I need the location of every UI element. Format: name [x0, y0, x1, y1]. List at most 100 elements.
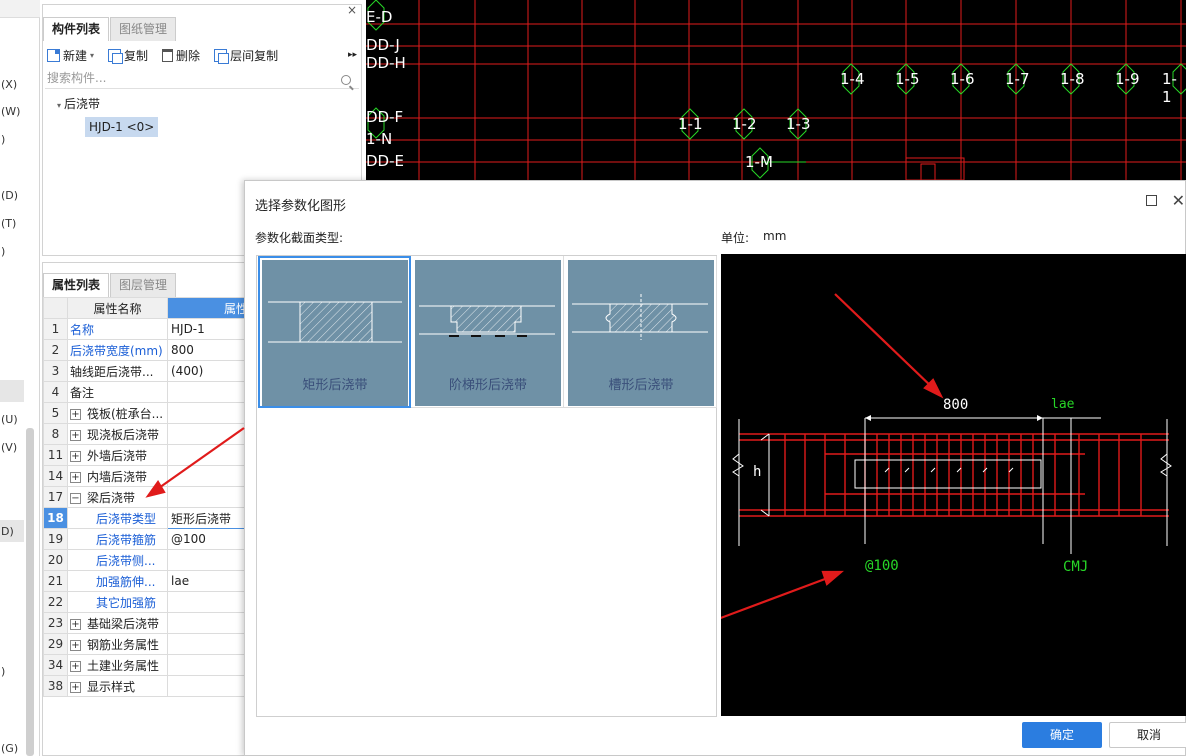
row-index: 11: [43, 444, 68, 466]
expand-icon[interactable]: +: [70, 450, 81, 462]
new-button[interactable]: 新建 ▾: [47, 47, 94, 64]
expand-icon[interactable]: +: [70, 618, 81, 630]
row-index: 8: [43, 423, 68, 445]
cad-drawing-canvas[interactable]: E-D DD-J DD-H DD-F 1-N DD-E 1-4 1-5 1-6 …: [366, 0, 1186, 180]
option-grooved-strip[interactable]: 槽形后浇带: [564, 256, 717, 408]
tree-leaf-hjd-1[interactable]: HJD-1 <0>: [85, 117, 159, 137]
shortcut-label[interactable]: (X): [1, 78, 18, 91]
option-label: 槽形后浇带: [608, 378, 674, 393]
close-icon[interactable]: ✕: [1171, 191, 1185, 210]
close-icon[interactable]: ×: [346, 3, 357, 17]
tab-drawing-management[interactable]: 图纸管理: [110, 17, 177, 41]
more-tools-button[interactable]: ▸▸: [347, 50, 357, 60]
cancel-button[interactable]: 取消: [1109, 722, 1186, 748]
search-input[interactable]: 搜索构件...: [45, 69, 359, 89]
cmj-label[interactable]: CMJ: [1063, 559, 1089, 575]
property-name-text: 后浇带箍筋: [96, 532, 157, 547]
property-name-text: 名称: [70, 322, 95, 337]
width-dimension-label: 800: [943, 397, 969, 413]
axis-marker: 1-4: [840, 70, 865, 88]
tree-node-post-pour-strip[interactable]: ▾后浇带: [57, 97, 101, 111]
property-name-text: 梁后浇带: [87, 490, 136, 505]
shortcut-label[interactable]: (G): [1, 742, 19, 755]
tab-component-list[interactable]: 构件列表: [43, 17, 110, 41]
axis-marker: 1-5: [895, 70, 920, 88]
property-name: 后浇带箍筋: [67, 528, 168, 550]
grooved-section-icon: [572, 294, 708, 340]
row-index: 18: [43, 507, 68, 529]
axis-marker: 1-2: [732, 115, 757, 133]
axis-marker: 1-3: [786, 115, 811, 133]
copy-button[interactable]: 复制: [108, 47, 148, 64]
property-name-text: 加强筋伸...: [96, 574, 156, 589]
option-label: 阶梯形后浇带: [448, 378, 527, 393]
stepped-section-icon: [419, 305, 555, 337]
option-stepped-strip[interactable]: 阶梯形后浇带: [411, 256, 564, 408]
expand-icon[interactable]: +: [70, 429, 81, 441]
maximize-icon[interactable]: [1146, 195, 1157, 206]
shortcut-label[interactable]: (U): [1, 413, 18, 426]
property-name: 后浇带侧...: [67, 549, 168, 571]
collapse-icon[interactable]: −: [70, 492, 81, 504]
shortcut-label[interactable]: ): [1, 665, 6, 678]
expand-icon[interactable]: +: [70, 471, 81, 483]
property-name-text: 筏板(桩承台...: [87, 406, 164, 421]
chevron-down-icon: ▾: [90, 50, 95, 60]
property-name: + 筏板(桩承台...: [67, 402, 168, 424]
property-name-text: 内墙后浇带: [87, 469, 148, 484]
row-index: 29: [43, 633, 68, 655]
axis-label: 1-N: [366, 130, 393, 148]
option-label: 矩形后浇带: [302, 378, 368, 393]
property-name-text: 备注: [70, 385, 95, 400]
section-type-gallery: 矩形后浇带 阶梯形后浇带: [256, 255, 717, 717]
expand-icon[interactable]: +: [70, 681, 81, 693]
new-icon: [47, 48, 60, 62]
left-strip-highlight: [0, 380, 24, 402]
stirrup-label[interactable]: @100: [865, 558, 899, 574]
search-icon[interactable]: [341, 75, 351, 85]
property-name: 加强筋伸...: [67, 570, 168, 592]
row-index: 3: [43, 360, 68, 382]
left-shortcut-strip: (X) (W) ) (D) (T) ) (U) (V) D) ) (G): [0, 0, 40, 756]
shortcut-label[interactable]: (D): [1, 189, 19, 202]
property-name: 后浇带宽度(mm): [67, 339, 168, 361]
tab-layer-management[interactable]: 图层管理: [110, 273, 177, 297]
lae-label[interactable]: lae: [1051, 397, 1075, 412]
shortcut-label[interactable]: ): [1, 245, 6, 258]
expand-icon[interactable]: +: [70, 660, 81, 672]
expand-icon[interactable]: +: [70, 408, 81, 420]
floor-copy-button[interactable]: 层间复制: [214, 47, 278, 64]
unit-value: mm: [763, 229, 787, 243]
axis-label: DD-H: [366, 54, 406, 72]
component-toolbar: 新建 ▾ 复制 删除 层间复制 ▸▸: [43, 43, 361, 67]
shortcut-label[interactable]: (T): [1, 217, 17, 230]
expand-icon[interactable]: +: [70, 639, 81, 651]
property-name-text: 轴线距后浇带...: [70, 364, 154, 379]
property-name: +土建业务属性: [67, 654, 168, 676]
preview-drawing: [610, 293, 1172, 661]
option-rectangular-strip[interactable]: 矩形后浇带: [258, 256, 411, 408]
left-strip-scrollbar[interactable]: [26, 428, 34, 756]
shortcut-label[interactable]: D): [1, 525, 14, 538]
axis-marker: 1-9: [1115, 70, 1140, 88]
row-index: 14: [43, 465, 68, 487]
chevron-down-icon[interactable]: ▾: [57, 101, 62, 110]
shortcut-label[interactable]: (W): [1, 105, 21, 118]
property-name-text: 后浇带类型: [96, 511, 157, 526]
ok-button[interactable]: 确定: [1022, 722, 1102, 748]
shortcut-label[interactable]: ): [1, 133, 6, 146]
trash-icon: [162, 48, 174, 62]
property-name: 后浇带类型: [67, 507, 168, 529]
property-panel-tabs: 属性列表 图层管理: [43, 273, 177, 297]
shortcut-label[interactable]: (V): [1, 441, 18, 454]
tab-property-list[interactable]: 属性列表: [43, 273, 110, 297]
property-name-text: 基础梁后浇带: [87, 616, 160, 631]
property-name-text: 外墙后浇带: [87, 448, 148, 463]
delete-button[interactable]: 删除: [162, 47, 200, 64]
axis-marker: 1-1: [1162, 70, 1177, 106]
property-name: 其它加强筋: [67, 591, 168, 613]
property-name-text: 后浇带侧...: [96, 553, 156, 568]
row-index: 1: [43, 318, 68, 340]
section-type-label: 参数化截面类型:: [255, 231, 344, 245]
component-panel-tabs: 构件列表 图纸管理: [43, 17, 177, 41]
